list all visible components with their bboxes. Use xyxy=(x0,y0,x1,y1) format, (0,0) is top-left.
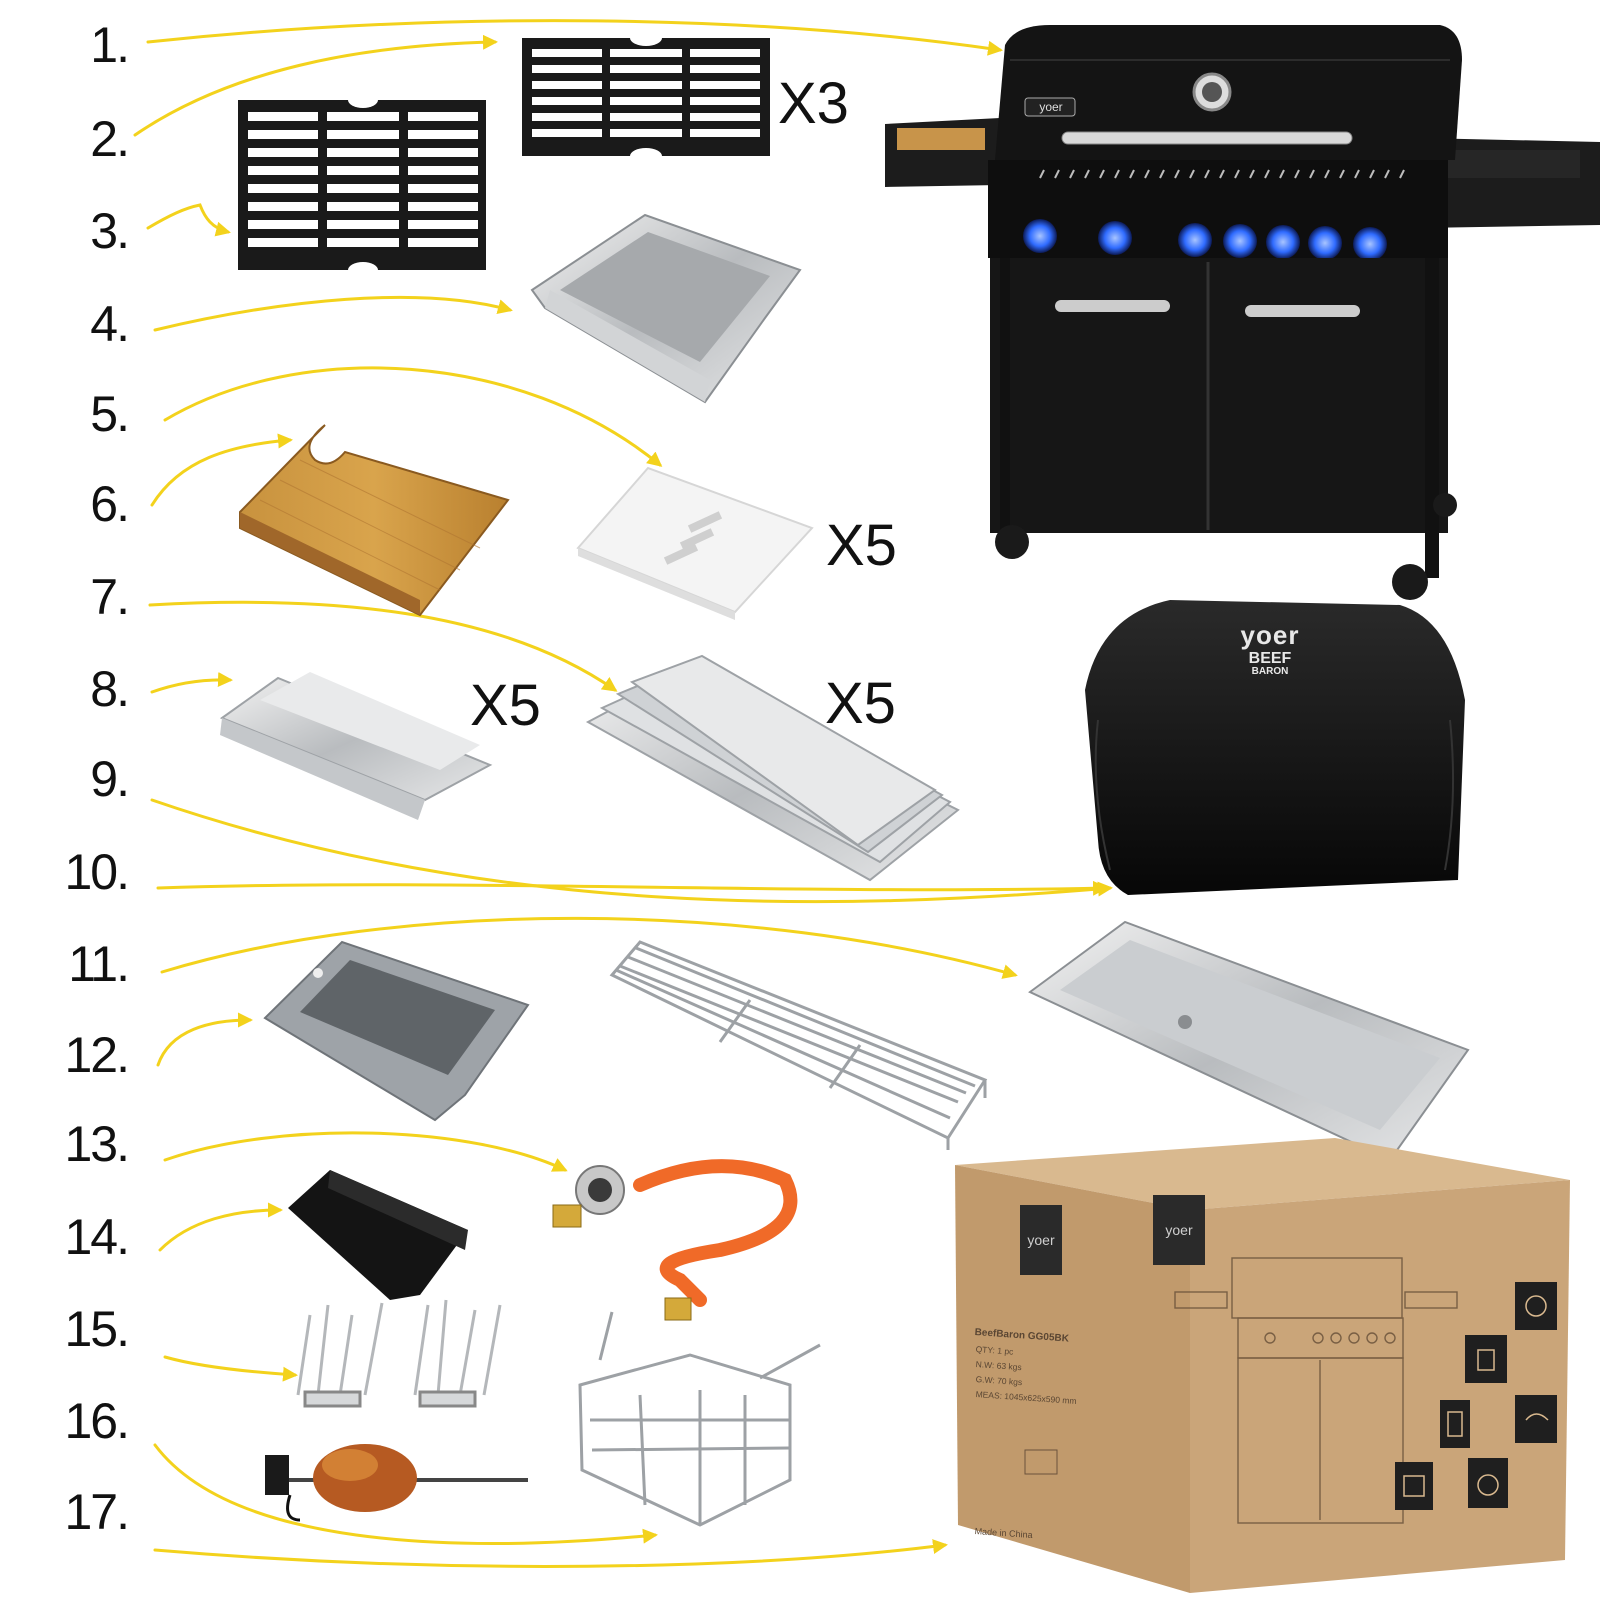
arrow-7 xyxy=(148,600,618,692)
stainless-steel-pan xyxy=(530,213,802,404)
item-number-3: 3. xyxy=(90,203,130,259)
item-number-4: 4. xyxy=(90,296,130,352)
grease-tray xyxy=(263,940,530,1122)
item-number-13: 13. xyxy=(64,1116,130,1172)
qty-flame-tamer: X5 xyxy=(470,673,541,738)
rotisserie-chicken xyxy=(265,1444,528,1522)
grill-cover xyxy=(1085,600,1465,895)
qty-flame-plate: X5 xyxy=(826,513,897,578)
cover-line-baron: BARON xyxy=(1251,666,1289,677)
cover-brand: yoer xyxy=(1240,620,1300,650)
warming-rack xyxy=(609,940,988,1150)
bamboo-cutting-board xyxy=(239,424,510,617)
item-number-16: 16. xyxy=(64,1393,130,1449)
box-grill-drawing xyxy=(1174,1257,1458,1524)
arrow-12 xyxy=(156,1012,253,1067)
rotisserie-forks xyxy=(296,1299,502,1408)
item-number-1: 1. xyxy=(90,17,130,73)
arrow-3 xyxy=(146,203,231,237)
item-number-7: 7. xyxy=(90,569,130,625)
small-cooking-grate xyxy=(522,38,770,156)
item-number-6: 6. xyxy=(90,476,130,532)
arrow-9 xyxy=(150,798,1113,904)
qty-small-grate: X3 xyxy=(778,71,849,136)
cover-line-beef: BEEF xyxy=(1248,650,1292,667)
arrow-15 xyxy=(163,1355,298,1382)
pointer-arrows xyxy=(133,19,1113,1568)
item-number-17: 17. xyxy=(64,1484,130,1540)
item-number-11: 11. xyxy=(68,936,130,992)
rotisserie-motor xyxy=(288,1170,468,1300)
shipping-box xyxy=(955,1138,1570,1593)
item-number-8: 8. xyxy=(90,661,130,717)
box-brand-tile-right: yoer xyxy=(1153,1195,1205,1265)
arrow-14 xyxy=(158,1202,283,1252)
drip-tray xyxy=(1028,920,1470,1162)
item-number-15: 15. xyxy=(64,1301,130,1357)
arrow-11 xyxy=(160,916,1018,979)
gas-hose-regulator xyxy=(552,1159,798,1321)
arrow-17 xyxy=(153,1539,948,1568)
item-number-12: 12. xyxy=(64,1027,130,1083)
heat-shield-bars xyxy=(585,654,960,882)
box-brand-tile-left: yoer xyxy=(1020,1205,1062,1275)
flame-tamer xyxy=(219,672,493,820)
arrow-5 xyxy=(163,366,663,467)
item-number-9: 9. xyxy=(90,751,130,807)
storage-basket xyxy=(578,1311,821,1527)
white-flame-plate xyxy=(576,466,814,620)
burner-knobs xyxy=(1023,219,1387,261)
large-cooking-grate xyxy=(238,100,486,270)
item-number-10: 10. xyxy=(64,844,130,900)
arrow-4 xyxy=(153,295,513,332)
arrow-1 xyxy=(146,19,1003,56)
gas-grill-image xyxy=(885,25,1600,600)
item-number-5: 5. xyxy=(90,386,130,442)
box-icon-panel xyxy=(1395,1282,1557,1510)
qty-heat-shield: X5 xyxy=(825,671,896,736)
grill-logo: yoer xyxy=(1039,100,1063,114)
item-number-14: 14. xyxy=(64,1209,130,1265)
arrow-2 xyxy=(133,34,498,137)
arrow-6 xyxy=(150,433,293,507)
arrow-10 xyxy=(156,880,1108,896)
arrow-16 xyxy=(153,1443,658,1545)
arrow-13 xyxy=(163,1131,568,1172)
item-number-2: 2. xyxy=(90,111,130,167)
arrow-8 xyxy=(150,672,233,694)
